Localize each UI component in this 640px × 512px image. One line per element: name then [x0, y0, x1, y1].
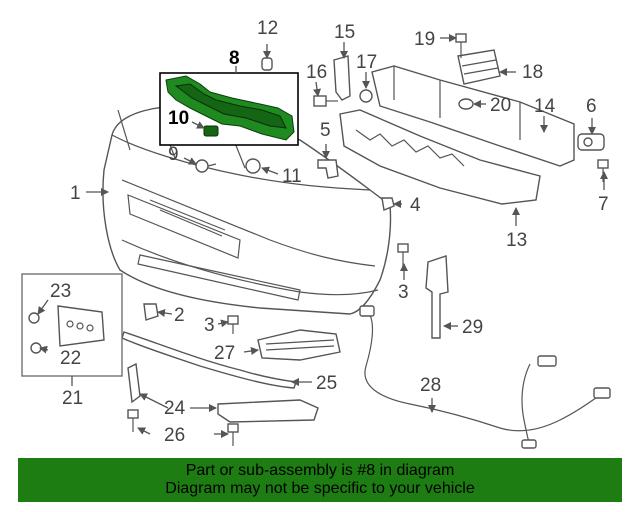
callout-27: 27	[214, 343, 235, 364]
callout-7: 7	[598, 194, 609, 215]
callout-labels: 1 2 3 3 4 5 6 7 8 9 10 11 12 13 14 15 16…	[50, 18, 609, 446]
impact-bar-14	[371, 65, 575, 167]
callout-20: 20	[490, 95, 511, 116]
bracket-29	[425, 255, 449, 339]
callout-29: 29	[462, 317, 483, 338]
pin-3-upper	[397, 243, 409, 270]
clip-2	[143, 303, 159, 321]
callout-28: 28	[420, 375, 441, 396]
banner-line-2: Diagram may not be specific to your vehi…	[165, 480, 475, 497]
wiring-harness-28	[359, 305, 611, 449]
grille-27	[257, 329, 341, 361]
callout-3-lower: 3	[204, 315, 215, 336]
module-18	[457, 49, 501, 85]
callout-23: 23	[50, 281, 71, 302]
callout-9: 9	[168, 144, 179, 165]
callout-5: 5	[320, 120, 331, 141]
callout-8: 8	[229, 48, 240, 69]
clip-4	[381, 197, 395, 211]
nut-20	[458, 98, 474, 110]
bracket-5	[317, 159, 339, 179]
callout-6: 6	[586, 96, 597, 117]
bolt-16	[313, 95, 338, 107]
callout-25: 25	[316, 373, 337, 394]
callout-3-upper: 3	[398, 282, 409, 303]
callout-26: 26	[164, 425, 185, 446]
callout-14: 14	[534, 96, 556, 117]
nut-11	[245, 158, 261, 174]
callout-16: 16	[306, 62, 327, 83]
trim-24-right	[217, 399, 319, 423]
clip-12	[261, 57, 273, 71]
callout-10: 10	[168, 108, 189, 129]
bracket-15	[333, 55, 351, 101]
pin-3-lower	[227, 315, 239, 334]
callout-1: 1	[70, 183, 81, 204]
callout-24: 24	[164, 398, 186, 419]
callout-22: 22	[60, 348, 81, 369]
bolt-9	[195, 159, 217, 173]
molding-25	[121, 331, 297, 389]
callout-18: 18	[522, 62, 543, 83]
callout-21: 21	[62, 388, 83, 409]
bolt-7	[597, 159, 609, 182]
info-banner: Part or sub-assembly is #8 in diagram Di…	[18, 458, 622, 502]
banner-line-1: Part or sub-assembly is #8 in diagram	[185, 462, 455, 479]
energy-absorber-13	[339, 109, 541, 205]
radiator-support-bracket-highlight[interactable]	[165, 75, 295, 141]
callout-11: 11	[282, 166, 302, 187]
callout-12: 12	[257, 18, 278, 39]
callout-2: 2	[174, 305, 185, 326]
callout-13: 13	[506, 230, 527, 251]
callout-19: 19	[414, 29, 435, 50]
parts-diagram: 1 2 3 3 4 5 6 7 8 9 10 11 12 13 14 15 16…	[21, 18, 611, 449]
nut-17	[359, 89, 373, 103]
bolt-26-right	[227, 423, 239, 446]
sensor-6	[577, 133, 605, 151]
bolt-26-left	[127, 409, 139, 432]
leader-lines	[37, 34, 608, 438]
callout-15: 15	[334, 22, 355, 43]
trim-24-left	[127, 362, 141, 404]
callout-17: 17	[356, 52, 377, 73]
callout-4: 4	[410, 195, 421, 216]
license-kit-box	[21, 273, 123, 377]
